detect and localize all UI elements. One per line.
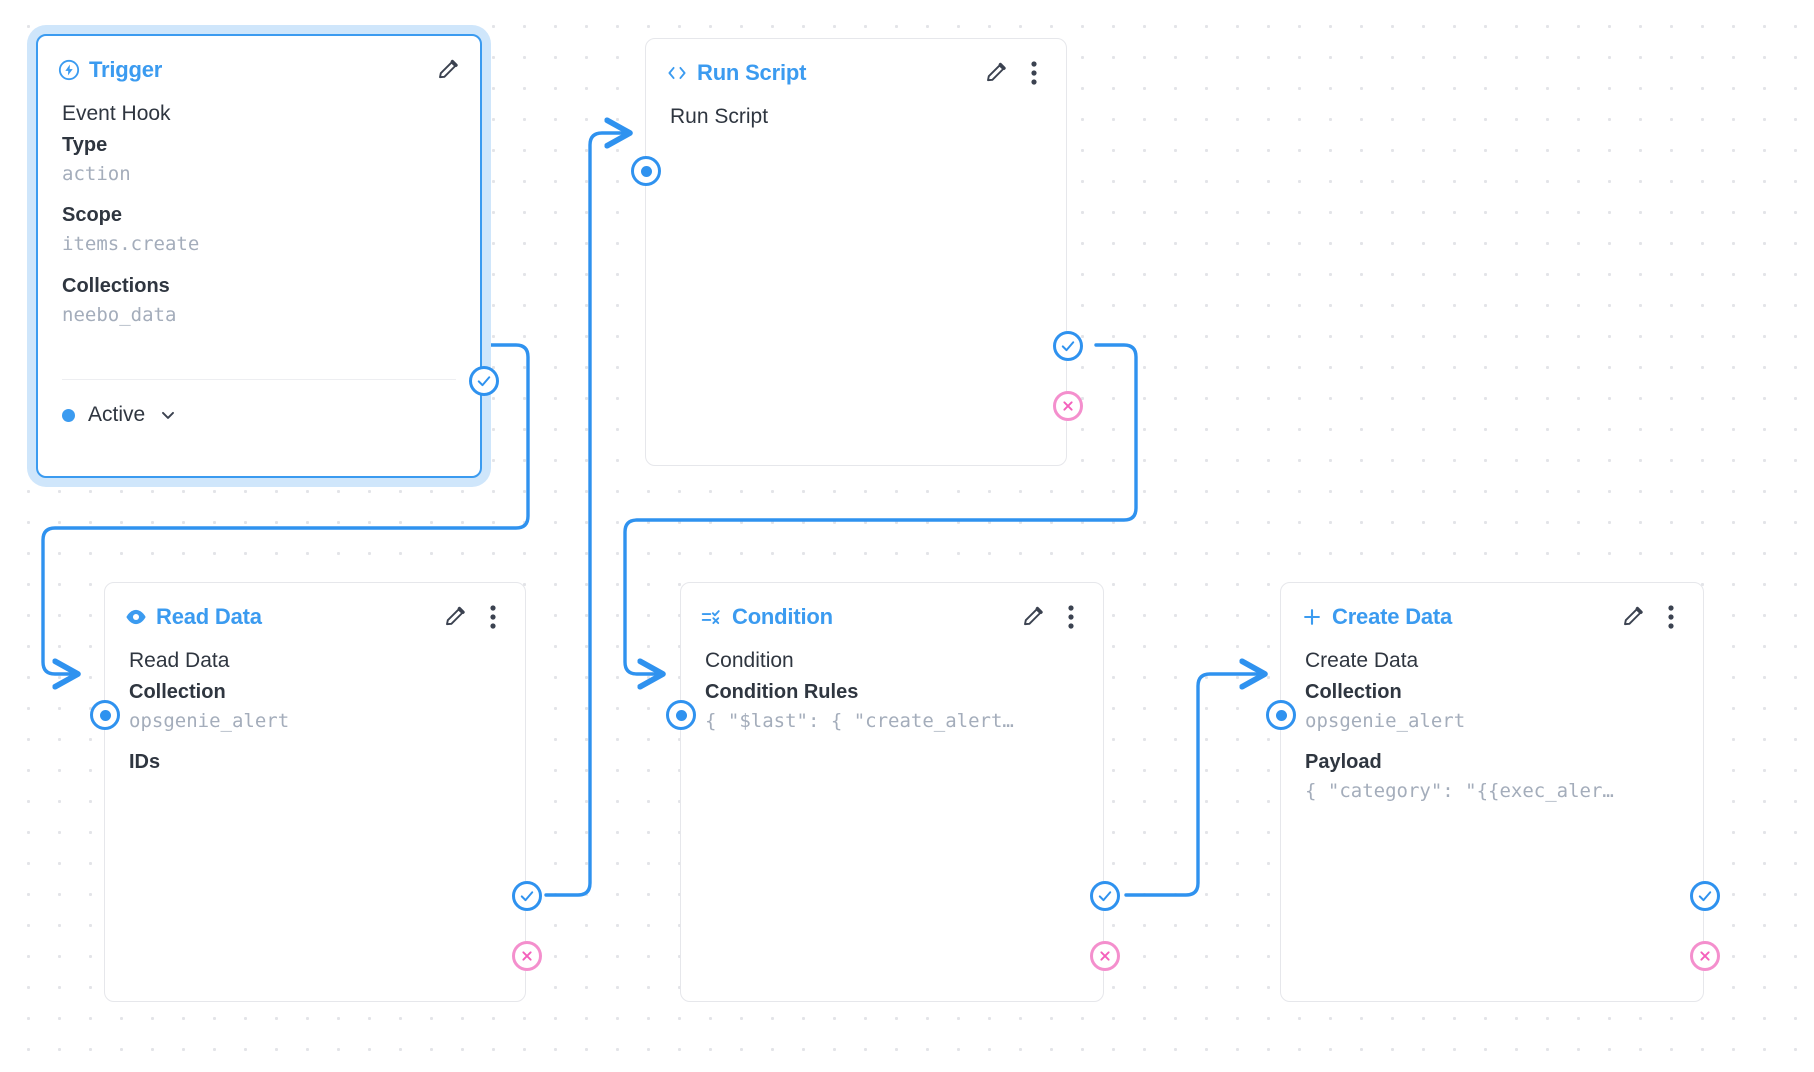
- node-run-script[interactable]: Run Script Run Scr: [631, 38, 1083, 466]
- field-run-script: Run Script: [670, 105, 769, 128]
- field-value-type: action: [62, 162, 131, 185]
- status-dot-active: [62, 408, 75, 422]
- read-data-success-handle[interactable]: [512, 881, 542, 911]
- run-script-input-handle[interactable]: [631, 156, 661, 186]
- eye-icon: [125, 606, 147, 628]
- node-read-data[interactable]: Read Data Read Dat: [90, 582, 542, 1002]
- node-create-data-body: Create Data Collection opsgenie_alert Pa…: [1281, 635, 1703, 806]
- field-spacer: [1305, 735, 1683, 747]
- node-trigger[interactable]: Trigger Event Hook Type action Scope ite…: [36, 34, 499, 478]
- more-vertical-icon[interactable]: [1059, 604, 1083, 630]
- node-condition-header: Condition: [681, 583, 1103, 635]
- node-read-data-actions: [443, 604, 505, 630]
- code-brackets-icon: [666, 62, 688, 84]
- node-trigger-body: Event Hook Type action Scope items.creat…: [38, 88, 480, 329]
- field-value-payload: { "category": "{{exec_aler…: [1305, 780, 1614, 803]
- field-value-collections: neebo_data: [62, 303, 177, 326]
- field-event-hook: Event Hook: [62, 102, 171, 125]
- field-value-condition-rules: { "$last": { "create_alert…: [705, 709, 1014, 732]
- chevron-down-icon[interactable]: [158, 405, 178, 425]
- condition-filter-icon: [701, 606, 723, 628]
- node-run-script-actions: [984, 60, 1046, 86]
- condition-error-handle[interactable]: [1090, 941, 1120, 971]
- node-run-script-header: Run Script: [646, 39, 1066, 91]
- field-label-payload: Payload: [1305, 751, 1382, 774]
- field-create-data: Create Data: [1305, 649, 1419, 672]
- read-data-error-handle[interactable]: [512, 941, 542, 971]
- node-read-data-title: Read Data: [156, 604, 262, 629]
- plus-icon: [1301, 606, 1323, 628]
- node-trigger-title-row: Trigger: [58, 57, 162, 83]
- bolt-circle-icon: [58, 59, 80, 81]
- edge-condition-to-create-data: [1124, 674, 1265, 897]
- edge-read-data-to-run-script: [544, 133, 630, 897]
- field-label-scope: Scope: [62, 204, 123, 227]
- node-condition-title-row: Condition: [701, 604, 833, 630]
- condition-input-handle[interactable]: [666, 700, 696, 730]
- node-trigger-actions: [436, 57, 460, 83]
- node-create-data-actions: [1621, 604, 1683, 630]
- create-data-input-handle[interactable]: [1266, 700, 1296, 730]
- field-spacer: [129, 735, 505, 747]
- trigger-success-handle[interactable]: [469, 366, 499, 396]
- edit-pencil-icon[interactable]: [984, 60, 1008, 86]
- more-vertical-icon[interactable]: [1659, 604, 1683, 630]
- node-create-data-title-row: Create Data: [1301, 604, 1452, 630]
- read-data-input-handle[interactable]: [90, 700, 120, 730]
- field-label-collection: Collection: [129, 680, 226, 703]
- node-run-script-title-row: Run Script: [666, 60, 806, 86]
- field-label-ids: IDs: [129, 751, 161, 774]
- trigger-status-dropdown[interactable]: Active: [38, 380, 178, 434]
- field-spacer: [62, 188, 460, 200]
- node-trigger-divider: [62, 379, 456, 380]
- condition-success-handle[interactable]: [1090, 881, 1120, 911]
- node-create-data-title: Create Data: [1332, 604, 1453, 629]
- field-value-collection: opsgenie_alert: [1305, 709, 1466, 732]
- field-label-collection: Collection: [1305, 680, 1402, 703]
- field-label-type: Type: [62, 133, 108, 156]
- field-spacer: [62, 259, 460, 271]
- node-create-data[interactable]: Create Data Create: [1266, 582, 1720, 1002]
- field-label-condition-rules: Condition Rules: [705, 680, 859, 703]
- field-condition: Condition: [705, 649, 794, 672]
- create-data-success-handle[interactable]: [1690, 881, 1720, 911]
- node-condition-title: Condition: [732, 604, 833, 629]
- node-run-script-title: Run Script: [697, 60, 807, 85]
- node-trigger-title: Trigger: [89, 57, 163, 82]
- field-value-scope: items.create: [62, 233, 200, 256]
- node-read-data-header: Read Data: [105, 583, 525, 635]
- edit-pencil-icon[interactable]: [1021, 604, 1045, 630]
- field-label-collections: Collections: [62, 274, 170, 297]
- node-condition-body: Condition Condition Rules { "$last": { "…: [681, 635, 1103, 735]
- create-data-error-handle[interactable]: [1690, 941, 1720, 971]
- more-vertical-icon[interactable]: [481, 604, 505, 630]
- node-read-data-title-row: Read Data: [125, 604, 262, 630]
- status-label: Active: [88, 403, 146, 426]
- run-script-success-handle[interactable]: [1053, 331, 1083, 361]
- node-condition[interactable]: Condition Conditio: [666, 582, 1120, 1002]
- edit-pencil-icon[interactable]: [436, 57, 460, 83]
- node-read-data-body: Read Data Collection opsgenie_alert IDs: [105, 635, 525, 777]
- edit-pencil-icon[interactable]: [1621, 604, 1645, 630]
- node-condition-actions: [1021, 604, 1083, 630]
- more-vertical-icon[interactable]: [1022, 60, 1046, 86]
- field-read-data: Read Data: [129, 649, 230, 672]
- field-value-collection: opsgenie_alert: [129, 709, 290, 732]
- node-trigger-header: Trigger: [38, 36, 480, 88]
- node-run-script-body: Run Script: [646, 91, 1066, 133]
- run-script-error-handle[interactable]: [1053, 391, 1083, 421]
- node-create-data-header: Create Data: [1281, 583, 1703, 635]
- edit-pencil-icon[interactable]: [443, 604, 467, 630]
